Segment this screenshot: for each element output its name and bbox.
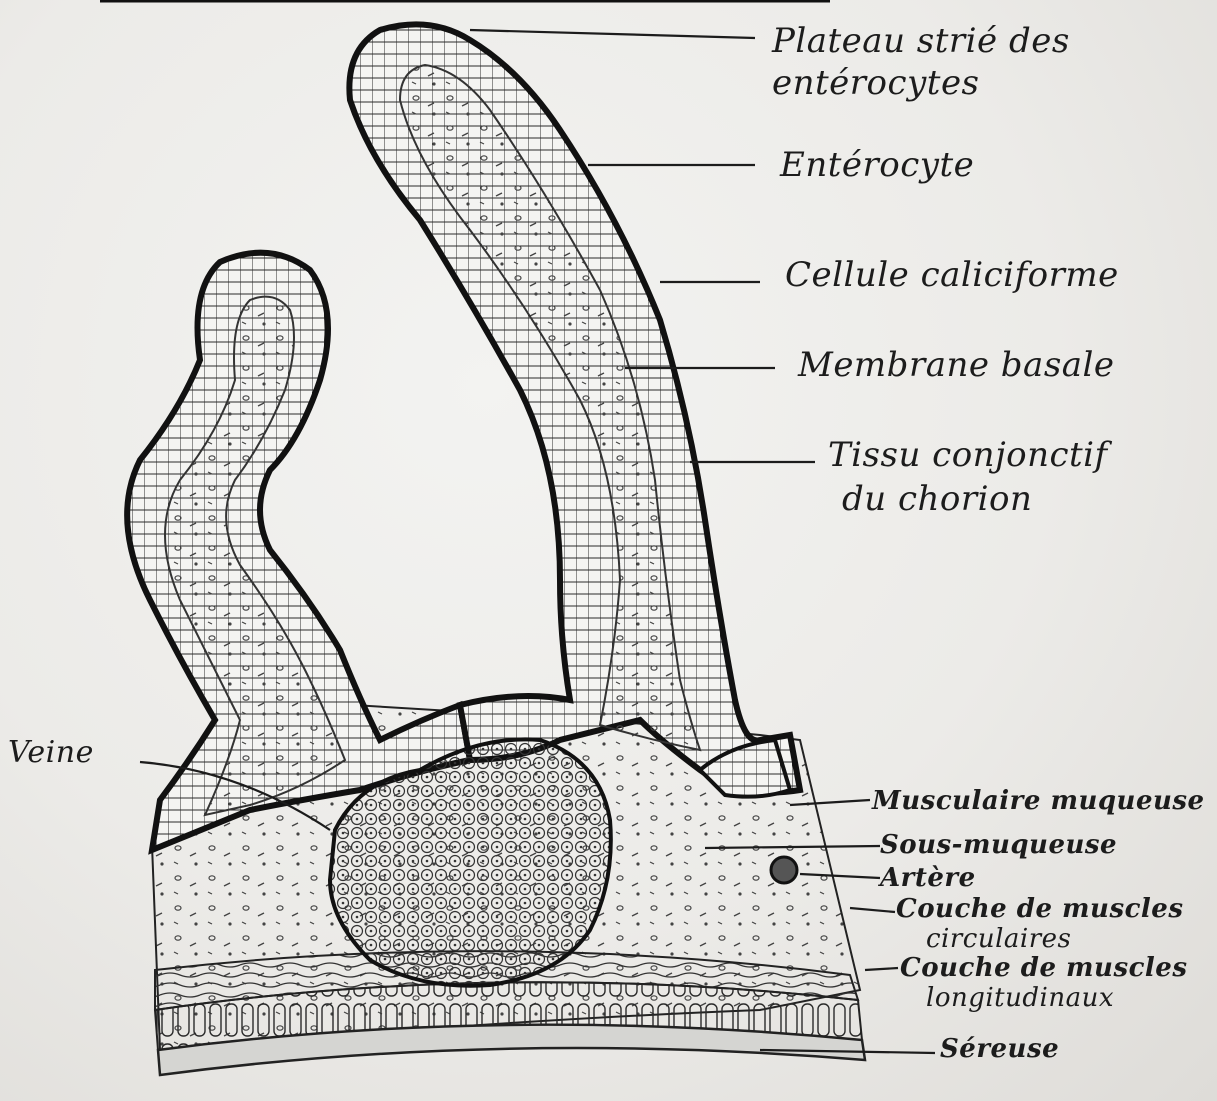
label-couche-circulaires-line1: Couche de muscles (896, 896, 1183, 922)
label-plateau-strie-line1: Plateau strié des (772, 24, 1070, 58)
label-couche-circulaires: Couche de muscles circulaires (896, 896, 1183, 952)
label-veine: Veine (8, 738, 94, 768)
label-plateau-strie: Plateau strié des entérocytes (772, 24, 1070, 100)
label-tissu-conjonctif: Tissu conjonctif du chorion (828, 438, 1108, 516)
label-tissu-conjonctif-line1: Tissu conjonctif (828, 438, 1108, 472)
label-membrane-basale: Membrane basale (798, 348, 1115, 382)
label-cellule-caliciforme: Cellule caliciforme (785, 258, 1119, 292)
label-plateau-strie-line2: entérocytes (772, 66, 1070, 100)
label-sous-muqueuse: Sous-muqueuse (880, 832, 1117, 858)
label-sereuse: Séreuse (940, 1036, 1059, 1062)
artery-drawing (771, 857, 797, 883)
label-couche-longitudinaux-line2: longitudinaux (926, 985, 1187, 1011)
label-tissu-conjonctif-line2: du chorion (842, 482, 1108, 516)
label-couche-longitudinaux: Couche de muscles longitudinaux (900, 955, 1187, 1011)
label-musculaire-muqueuse: Musculaire muqueuse (872, 788, 1205, 814)
label-couche-circulaires-line2: circulaires (926, 926, 1183, 952)
label-enterocyte: Entérocyte (780, 148, 974, 182)
label-couche-longitudinaux-line1: Couche de muscles (900, 955, 1187, 981)
label-artere: Artère (880, 865, 976, 891)
